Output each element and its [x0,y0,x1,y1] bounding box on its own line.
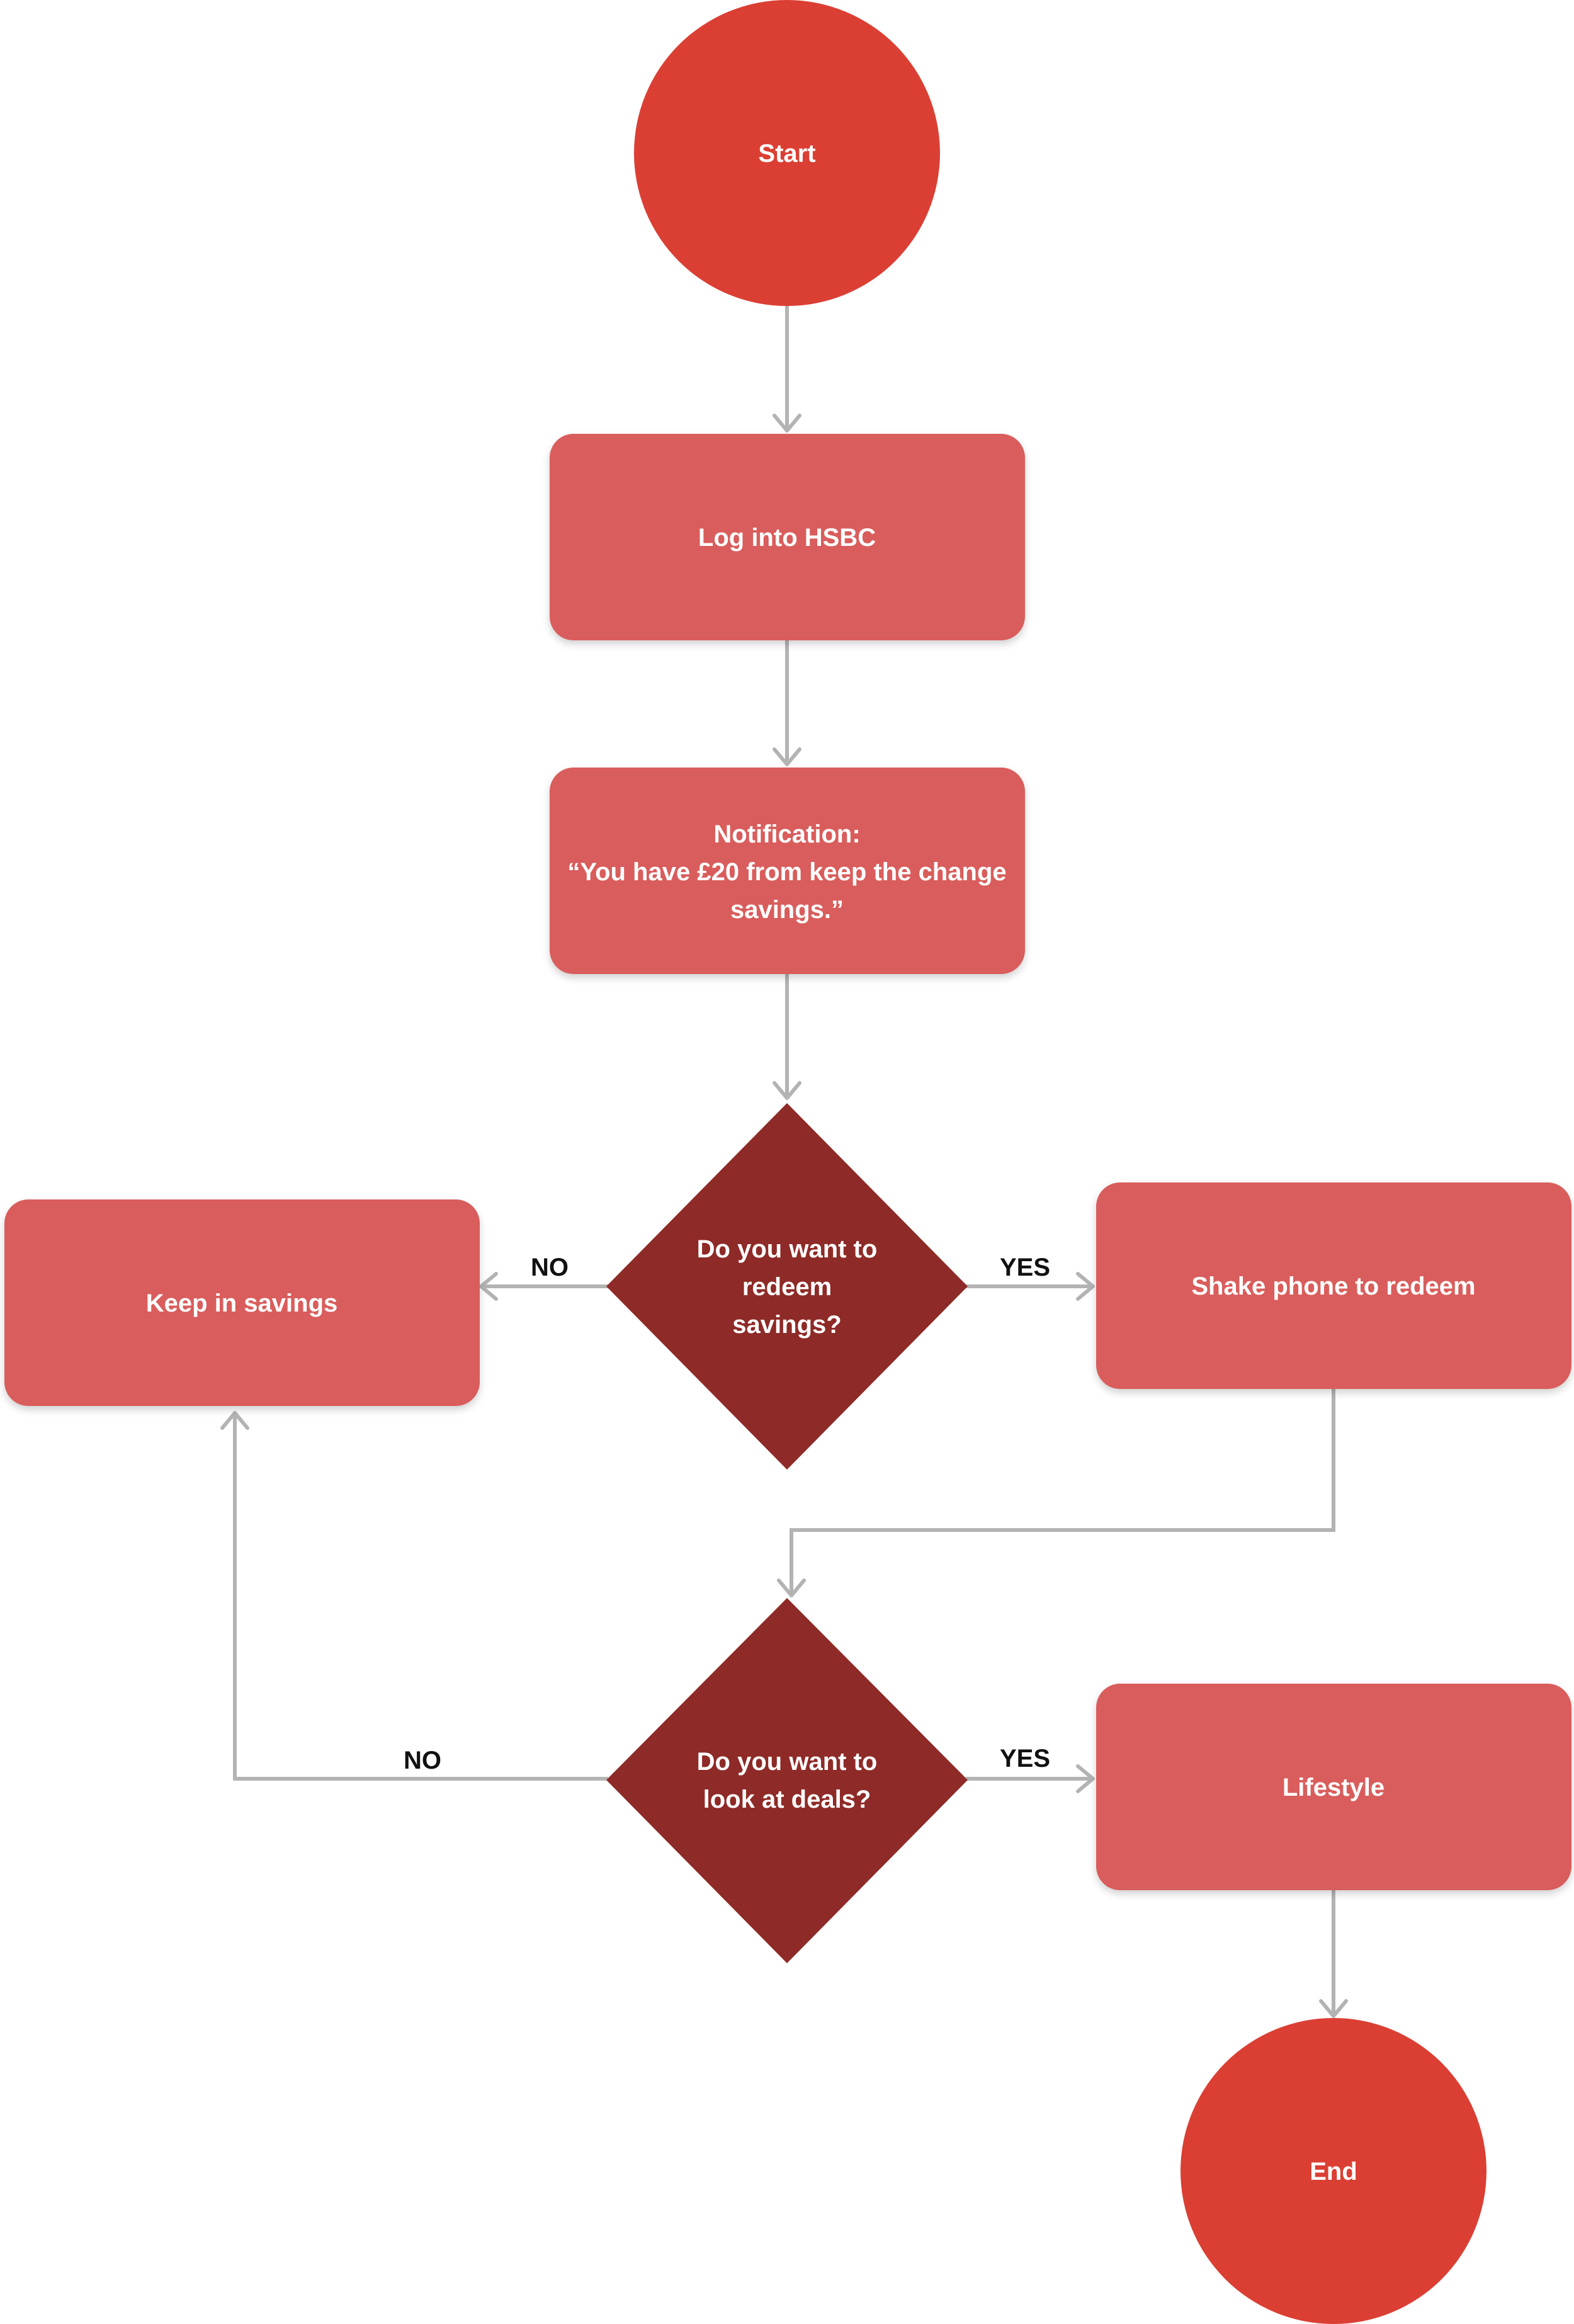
arrowhead-deals-yes [1076,1764,1095,1793]
shake-phone-box [1096,1182,1571,1389]
connector-shake-to-deals-question [790,1388,1335,1595]
label-line: Notification: [713,820,860,848]
notification-label: Notification: “You have £20 from keep the… [567,820,1006,924]
label-line: Shake phone to redeem [1191,1273,1475,1300]
login-box [550,434,1025,640]
deals-yes-label: YES [1000,1745,1050,1772]
label-line: “You have £20 from keep the change [567,858,1006,886]
end-label: End [1310,2158,1357,2185]
shake-phone-label: Shake phone to redeem [1191,1273,1475,1300]
arrowhead-redeem-yes [1076,1272,1095,1301]
keep-savings-node: Keep in savings [4,1199,480,1406]
arrowhead-lifestyle-to-end [1319,1999,1348,2018]
notification-node: Notification: “You have £20 from keep the… [550,768,1025,974]
arrowhead-start-to-login [773,414,801,433]
label-line: savings.” [730,896,844,924]
label-line: savings? [732,1311,841,1339]
label-line: Log into HSBC [698,524,876,552]
arrowhead-notification-to-redeem-question [773,1081,801,1100]
connector-deals-no [233,1414,608,1781]
login-label: Log into HSBC [698,524,876,552]
start-label: Start [758,140,815,167]
label-line: look at deals? [703,1786,871,1813]
arrowhead-deals-no [220,1411,249,1430]
redeem-question-node: Do you want to redeem savings? [606,1103,968,1470]
lifestyle-node: Lifestyle [1096,1684,1571,1890]
label-line: Do you want to [697,1748,878,1776]
connectors [220,305,1348,2018]
label-line: Lifestyle [1282,1774,1384,1801]
arrowhead-shake-to-deals-question [777,1579,806,1597]
redeem-question-label: Do you want to redeem savings? [697,1235,878,1339]
redeem-question-diamond [606,1103,968,1470]
start-circle [634,0,940,306]
end-circle [1180,2018,1486,2324]
label-line: End [1310,2158,1357,2185]
keep-savings-label: Keep in savings [146,1290,338,1317]
arrowhead-login-to-notification [773,747,801,766]
shake-phone-node: Shake phone to redeem [1096,1182,1571,1389]
arrowhead-redeem-no [479,1272,498,1301]
deals-question-label: Do you want to look at deals? [697,1748,878,1813]
redeem-yes-label: YES [1000,1254,1050,1281]
redeem-no-label: NO [531,1254,569,1281]
deals-question-diamond [606,1598,968,1963]
login-node: Log into HSBC [550,434,1025,640]
keep-savings-box [4,1199,480,1406]
deals-question-node: Do you want to look at deals? [606,1598,968,1963]
end-node: End [1180,2018,1486,2324]
label-line: Do you want to [697,1235,878,1263]
label-line: Start [758,140,815,167]
lifestyle-label: Lifestyle [1282,1774,1384,1801]
lifestyle-box [1096,1684,1571,1890]
start-node: Start [634,0,940,306]
label-line: Keep in savings [146,1290,338,1317]
notification-box [550,768,1025,974]
deals-no-label: NO [404,1747,441,1774]
label-line: redeem [742,1273,832,1301]
